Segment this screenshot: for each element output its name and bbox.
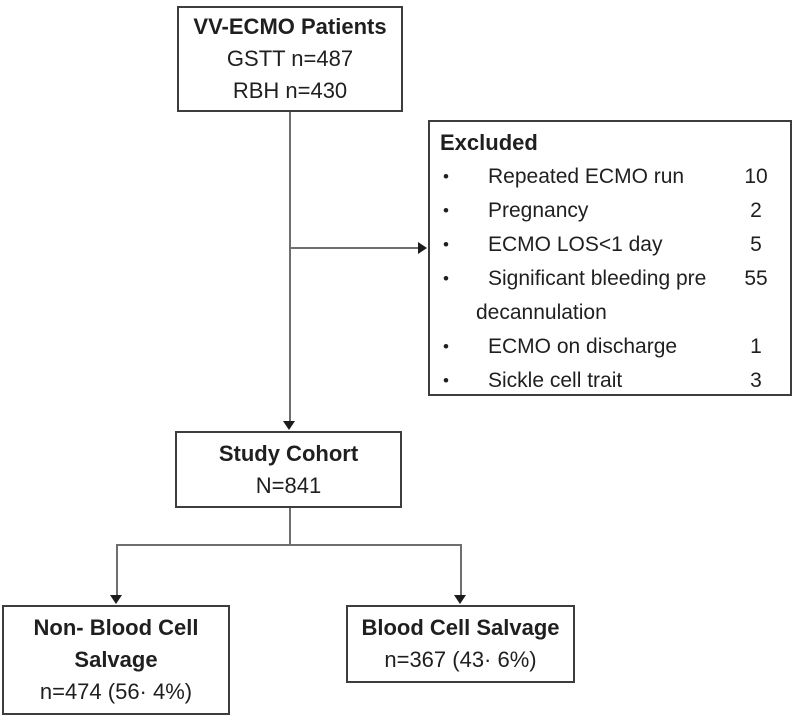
connector-to-non-bcs: [116, 544, 118, 596]
excluded-item-value: 55: [744, 267, 768, 290]
excluded-item-label: Pregnancy: [488, 199, 589, 222]
bullet-icon: •: [443, 337, 449, 356]
connector-to-excluded: [290, 247, 418, 249]
excluded-item-value: 3: [750, 369, 762, 392]
excluded-item-value: 10: [744, 165, 768, 188]
excluded-item-repeated-ecmo-run: • Repeated ECMO run 10: [440, 160, 778, 194]
blood-cell-salvage-box: Blood Cell Salvage n=367 (43· 6%): [346, 605, 575, 683]
vv-ecmo-patients-title: VV-ECMO Patients: [193, 14, 387, 39]
bcs-count: n=367 (43· 6%): [384, 647, 537, 672]
excluded-item-label: ECMO on discharge: [488, 335, 678, 358]
bcs-title: Blood Cell Salvage: [361, 615, 560, 640]
bullet-icon: •: [443, 371, 449, 390]
excluded-item-label: ECMO LOS<1 day: [488, 233, 663, 256]
excluded-item-pregnancy: • Pregnancy 2: [440, 194, 778, 228]
bullet-icon: •: [443, 201, 449, 220]
arrowhead-right-icon: [418, 242, 427, 254]
bullet-icon: •: [443, 167, 449, 186]
arrowhead-down-icon: [283, 421, 295, 430]
excluded-item-label: Sickle cell trait: [488, 369, 623, 392]
non-bcs-count: n=474 (56· 4%): [39, 679, 193, 704]
connector-branch-horizontal: [116, 544, 462, 546]
excluded-item-ecmo-on-discharge: • ECMO on discharge 1: [440, 330, 778, 364]
bullet-icon: •: [443, 235, 449, 254]
study-cohort-count: N=841: [255, 472, 322, 498]
excluded-box: Excluded • Repeated ECMO run 10 • Pregna…: [428, 120, 792, 396]
connector-to-bcs: [460, 544, 462, 596]
arrowhead-down-icon: [454, 595, 466, 604]
excluded-item-value: 5: [750, 233, 762, 256]
excluded-item-ecmo-los: • ECMO LOS<1 day 5: [440, 228, 778, 262]
non-bcs-title-line1: Non- Blood Cell: [33, 615, 199, 640]
connector-study-down: [289, 508, 291, 546]
study-cohort-title: Study Cohort: [218, 440, 359, 466]
excluded-item-label: Significant bleeding pre decannulation: [476, 267, 707, 324]
excluded-item-value: 2: [750, 199, 762, 222]
non-bcs-title-line2: Salvage: [74, 647, 158, 672]
bullet-icon: •: [443, 269, 449, 288]
rbh-count: RBH n=430: [232, 78, 348, 103]
arrowhead-down-icon: [110, 595, 122, 604]
non-blood-cell-salvage-box: Non- Blood Cell Salvage n=474 (56· 4%): [2, 605, 230, 715]
vv-ecmo-patients-box: VV-ECMO Patients GSTT n=487 RBH n=430: [177, 6, 403, 112]
excluded-item-sickle-cell-trait: • Sickle cell trait 3: [440, 364, 778, 398]
gstt-count: GSTT n=487: [226, 46, 354, 71]
excluded-item-value: 1: [750, 335, 762, 358]
connector-top-to-study: [289, 112, 291, 422]
study-cohort-box: Study Cohort N=841: [175, 431, 402, 508]
excluded-item-significant-bleeding: • Significant bleeding pre decannulation…: [440, 262, 778, 330]
excluded-title: Excluded: [440, 130, 538, 155]
excluded-item-label: Repeated ECMO run: [488, 165, 685, 188]
